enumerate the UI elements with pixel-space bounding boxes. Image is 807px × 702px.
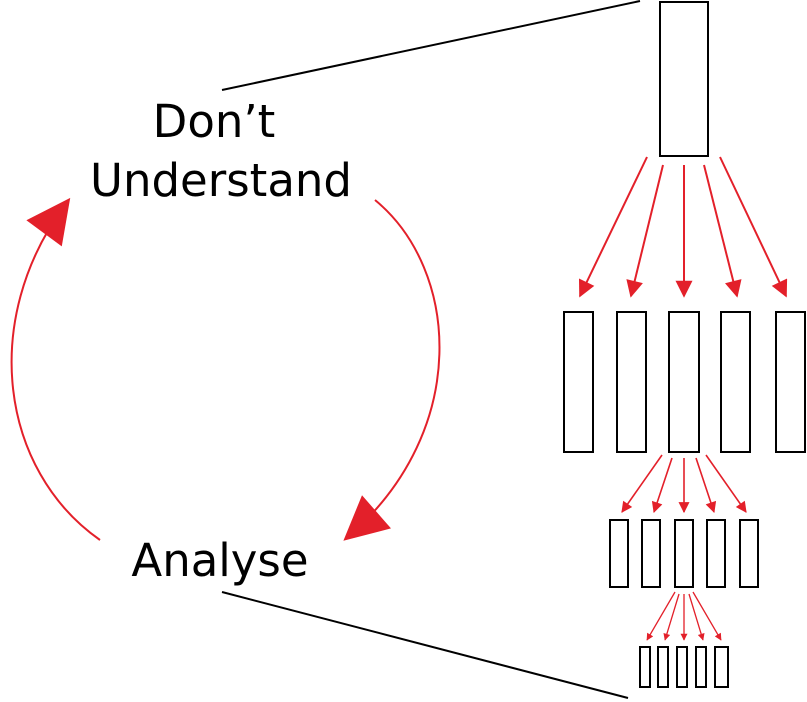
arrow-l3-5: [692, 591, 722, 641]
label-understand: Understand: [90, 154, 352, 207]
arrow-l1-2: [626, 164, 664, 298]
label-analyse: Analyse: [131, 534, 308, 587]
arrow-l3-1: [646, 591, 676, 641]
level2-box-5: [739, 519, 759, 588]
arrow-l2-1: [621, 454, 663, 513]
connector-top: [221, 0, 641, 91]
level3-boxes: [639, 646, 729, 688]
level2-boxes: [609, 519, 759, 588]
level0-box: [659, 1, 709, 157]
level3-box-3: [676, 646, 688, 688]
level2-box-3: [674, 519, 694, 588]
level1-boxes: [563, 311, 806, 453]
arrow-l3-2: [663, 593, 680, 641]
label-dont: Don’t: [153, 95, 276, 148]
level3-box-4: [695, 646, 707, 688]
arrow-l1-1: [578, 156, 648, 298]
level3-box-5: [714, 646, 729, 688]
arrow-l3-4: [688, 593, 705, 641]
level3-box-1: [639, 646, 651, 688]
level2-box-1: [609, 519, 629, 588]
arrow-l2-5: [705, 454, 747, 513]
level1-box-3: [668, 311, 700, 453]
level2-box-2: [641, 519, 661, 588]
level1-box-4: [720, 311, 751, 453]
level2-arrows: [621, 454, 747, 514]
level3-arrows: [646, 591, 722, 641]
connector-bottom: [221, 591, 629, 699]
level1-box-1: [563, 311, 594, 453]
arrow-l1-4: [703, 164, 742, 298]
level3-box-2: [657, 646, 669, 688]
arrow-l1-5: [719, 156, 788, 298]
cycle-arrow-left: [10, 197, 101, 541]
level1-box-2: [616, 311, 647, 453]
arrow-l2-4: [695, 457, 717, 514]
level1-box-5: [775, 311, 806, 453]
level1-arrows: [578, 156, 788, 298]
arrow-l2-2: [651, 457, 673, 514]
cycle-arrow-right: [343, 199, 441, 541]
level2-box-4: [706, 519, 726, 588]
